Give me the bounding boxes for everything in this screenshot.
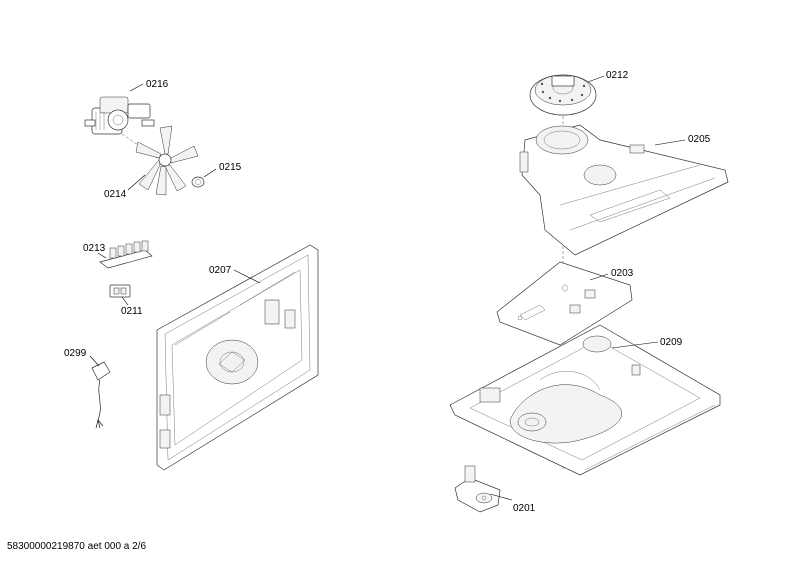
label-0211: 0211 [121,306,143,317]
leader-0205 [654,139,686,146]
connector-part [109,284,131,298]
label-0216: 0216 [146,79,169,90]
label-0213: 0213 [83,243,106,254]
leader-0213 [97,252,107,259]
fan-blade-part [135,125,199,196]
label-0209: 0209 [660,337,683,348]
label-0205: 0205 [688,134,711,145]
plate-part [496,261,633,346]
leader-0211 [121,296,129,306]
leader-0201 [489,493,513,501]
leader-0214 [127,174,146,191]
leader-0216 [129,83,144,92]
label-0203: 0203 [611,268,634,279]
label-0212: 0212 [606,70,629,81]
leader-0207 [233,269,261,284]
terminal-block-part [99,240,153,269]
fan-cover-part [529,74,597,116]
document-id: 58300000219870 aet 000 a 2/6 [7,541,147,552]
label-0215: 0215 [219,162,242,173]
bracket-part [454,465,501,513]
back-panel-part [156,244,319,471]
nut-part [191,176,205,188]
leader-0215 [203,168,217,178]
fan-motor-part [84,96,161,161]
base-tray-part [449,324,721,476]
leader-0212 [587,75,605,83]
power-cable-part [91,361,111,429]
label-0207: 0207 [209,265,232,276]
label-0214: 0214 [104,189,127,200]
top-housing-part [519,124,729,256]
label-0201: 0201 [513,503,536,514]
leader-0299 [89,355,100,367]
label-0299: 0299 [64,348,87,359]
leader-0209 [611,341,659,349]
leader-0203 [589,273,609,281]
